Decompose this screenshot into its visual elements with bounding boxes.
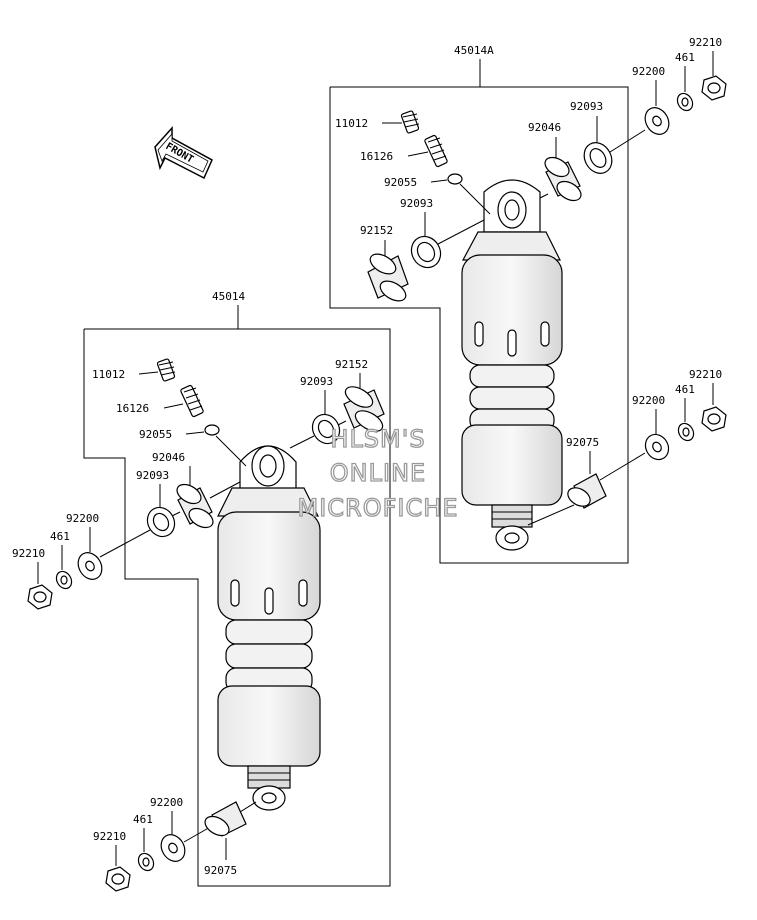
lock-washer-image (137, 852, 155, 872)
o-ring-image (204, 424, 220, 436)
assembly-outline (83, 328, 391, 887)
washer-image (644, 107, 670, 135)
adjuster-screw-image (180, 384, 204, 418)
shock-absorber-image (461, 179, 563, 551)
washer-image (160, 834, 186, 862)
lock-washer-image (55, 570, 73, 590)
part-label-92055: 92055 (139, 428, 172, 441)
part-label-92093-upper-a: 92093 (400, 197, 433, 210)
part-label-92093-lower: 92093 (136, 469, 169, 482)
part-label-92093-upper: 92093 (300, 375, 333, 388)
nut-image (105, 866, 131, 892)
part-label-92210-lower: 92210 (93, 830, 126, 843)
part-label-92093-upper-b: 92093 (570, 100, 603, 113)
needle-bearing-image (544, 156, 582, 202)
nut-image (701, 75, 727, 101)
collar-image (367, 253, 409, 302)
part-label-11012: 11012 (335, 117, 368, 130)
watermark-line-3: MICROFICHE (298, 494, 459, 522)
part-label-92075: 92075 (204, 864, 237, 877)
part-label-92210-upper: 92210 (12, 547, 45, 560)
seal-image (146, 506, 176, 538)
assembly-number-label: 45014 (212, 290, 245, 303)
bushing-image (204, 801, 247, 837)
nut-image (27, 584, 53, 610)
collar-image (343, 386, 385, 432)
adjuster-cap-image (400, 110, 420, 134)
part-label-461-upper: 461 (675, 51, 695, 64)
assembly-45014: 45014 11012 16126 (12, 290, 391, 892)
part-label-92152: 92152 (335, 358, 368, 371)
o-ring-image (447, 173, 463, 185)
assembly-45014A: 45014A 11012 (329, 36, 727, 564)
seal-image (583, 142, 613, 174)
part-label-92046: 92046 (528, 121, 561, 134)
front-arrow-icon: FRONT (154, 126, 213, 180)
seal-image (410, 235, 442, 269)
part-label-92152: 92152 (360, 224, 393, 237)
watermark: HLSM'S ONLINE MICROFICHE (297, 424, 459, 522)
bushing-image (567, 473, 607, 509)
part-label-92210-upper: 92210 (689, 36, 722, 49)
lock-washer-image (676, 92, 694, 112)
shock-absorber-image (217, 445, 321, 811)
part-label-92200-lower: 92200 (150, 796, 183, 809)
part-label-16126: 16126 (116, 402, 149, 415)
washer-image (77, 552, 103, 580)
nut-image (701, 406, 727, 432)
part-label-461-lower: 461 (133, 813, 153, 826)
part-label-461-upper: 461 (50, 530, 70, 543)
part-label-92200-upper: 92200 (632, 65, 665, 78)
lock-washer-image (677, 422, 695, 442)
watermark-line-2: ONLINE (330, 459, 426, 487)
adjuster-screw-image (424, 134, 448, 168)
watermark-line-1: HLSM'S (330, 425, 425, 453)
adjuster-cap-image (156, 358, 176, 382)
part-label-92210-lower: 92210 (689, 368, 722, 381)
part-label-461-lower: 461 (675, 383, 695, 396)
washer-image (644, 433, 670, 461)
needle-bearing-image (176, 483, 214, 529)
part-label-16126: 16126 (360, 150, 393, 163)
part-label-92075: 92075 (566, 436, 599, 449)
seal-image (311, 413, 341, 445)
part-label-92046: 92046 (152, 451, 185, 464)
part-label-11012: 11012 (92, 368, 125, 381)
part-label-92200-upper: 92200 (66, 512, 99, 525)
assembly-outline (329, 86, 629, 564)
part-label-92055: 92055 (384, 176, 417, 189)
assembly-number-label: 45014A (454, 44, 494, 57)
part-label-92200-lower: 92200 (632, 394, 665, 407)
